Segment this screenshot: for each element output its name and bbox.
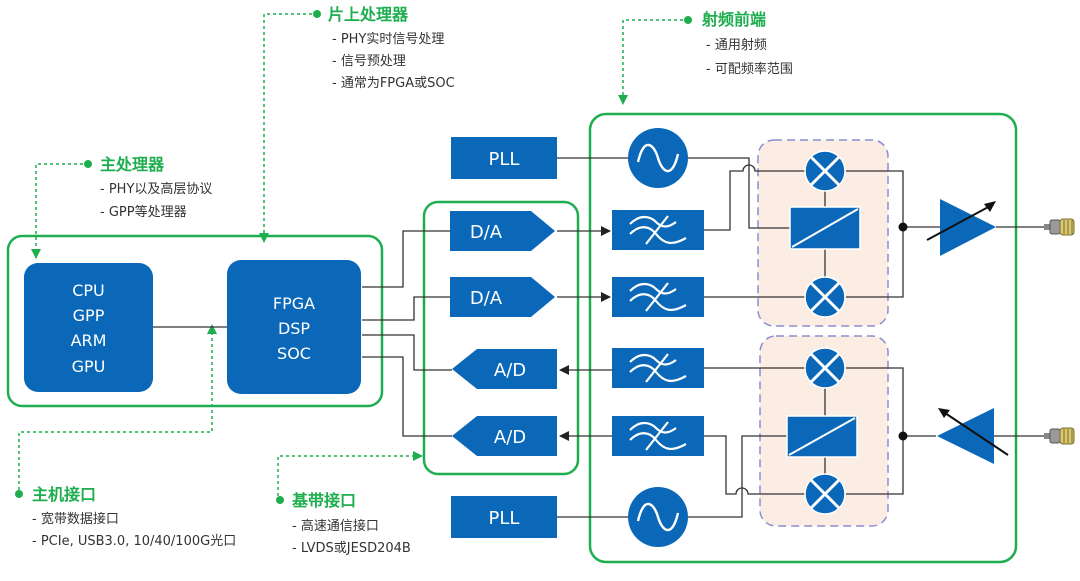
annotation-item: - 可配频率范围	[706, 61, 793, 77]
annotation-title: 主处理器	[100, 155, 165, 174]
wire	[362, 230, 451, 288]
wire	[688, 157, 792, 229]
bullet-dot	[15, 490, 23, 498]
converter-label: A/D	[494, 360, 526, 381]
annotation-title: 主机接口	[32, 485, 96, 504]
fpga-label: FPGA	[273, 294, 315, 313]
annotation-main-processor: 主处理器 - PHY以及高层协议 - GPP等处理器	[31, 155, 212, 259]
cpu-label: CPU	[72, 281, 105, 300]
annotation-title: 基带接口	[291, 491, 356, 510]
annotation-item: - LVDS或JESD204B	[292, 541, 411, 556]
processor-group-box	[6, 234, 384, 408]
dac-block-1: D/A	[450, 211, 555, 251]
annotation-title: 片上处理器	[328, 5, 409, 24]
converter-label: D/A	[470, 222, 503, 243]
cpu-label: ARM	[71, 331, 107, 350]
wire	[704, 164, 806, 231]
annotation-item: - 通用射频	[706, 37, 767, 53]
wire	[846, 367, 904, 495]
pll-label: PLL	[489, 149, 520, 170]
wire	[688, 435, 788, 518]
annotation-item: - PHY实时信号处理	[332, 32, 444, 47]
pll-block-top: PLL	[451, 137, 557, 179]
bandpass-filter-icon	[612, 348, 704, 388]
sine-wave-icon	[626, 126, 690, 190]
bandpass-filter-icon	[612, 210, 704, 250]
mixer-x-icon	[803, 275, 847, 319]
annotation-item: - 宽带数据接口	[32, 511, 119, 527]
bullet-dot	[684, 16, 692, 24]
cpu-label: GPU	[72, 357, 106, 376]
dac-block-2: D/A	[450, 277, 555, 317]
sma-connector-icon[interactable]	[1044, 218, 1075, 236]
annotation-item: - 信号预处理	[332, 54, 406, 69]
annotation-title: 射频前端	[701, 10, 766, 29]
variable-gain-amplifier-icon	[926, 199, 996, 256]
mixer-x-icon	[803, 149, 847, 193]
bullet-dot	[84, 160, 92, 168]
wire	[362, 334, 452, 371]
junction-dot	[898, 431, 908, 441]
pointer-line	[31, 163, 83, 259]
annotation-baseband-interface: 基带接口 - 高速通信接口 - LVDS或JESD204B	[276, 451, 423, 556]
bandpass-filter-icon	[612, 416, 704, 456]
pointer-line	[277, 451, 423, 496]
fpga-label: SOC	[277, 344, 311, 363]
annotation-item: - 高速通信接口	[292, 518, 379, 534]
junction-dot	[898, 222, 908, 232]
wire	[362, 296, 451, 321]
annotation-rf-frontend: 射频前端 - 通用射频 - 可配频率范围	[618, 10, 793, 105]
mixer-x-icon	[803, 472, 847, 516]
adc-block-2: A/D	[452, 416, 557, 456]
converter-label: A/D	[494, 427, 526, 448]
variable-gain-amplifier-icon	[937, 408, 1009, 464]
sma-connector-icon[interactable]	[1044, 427, 1075, 445]
adc-block-1: A/D	[452, 349, 557, 389]
hybrid-splitter-icon	[786, 415, 858, 458]
wires	[153, 157, 1044, 518]
converter-group-box	[422, 200, 580, 476]
fpga-block: FPGA DSP SOC	[227, 260, 361, 394]
bandpass-filter-icon	[612, 277, 704, 317]
annotation-item: - PHY以及高层协议	[100, 181, 212, 197]
sine-wave-icon	[626, 485, 690, 549]
fpga-label: DSP	[278, 319, 310, 338]
annotation-host-interface: 主机接口 - 宽带数据接口 - PCIe, USB3.0, 10/40/100G…	[15, 324, 236, 549]
cpu-block: CPU GPP ARM GPU	[24, 263, 153, 392]
annotation-item: - PCIe, USB3.0, 10/40/100G光口	[32, 534, 236, 549]
pll-block-bottom: PLL	[451, 496, 557, 538]
annotation-onchip-processor: 片上处理器 - PHY实时信号处理 - 信号预处理 - 通常为FPGA或SOC	[259, 5, 455, 243]
mixer-x-icon	[803, 346, 847, 390]
pointer-line	[259, 13, 312, 243]
bullet-dot	[276, 496, 284, 504]
hybrid-splitter-icon	[789, 206, 861, 250]
wire	[704, 435, 806, 495]
pll-label: PLL	[489, 508, 520, 529]
rf-frontend-group-box	[588, 112, 1018, 564]
wire	[362, 356, 452, 437]
converter-label: D/A	[470, 288, 503, 309]
bullet-dot	[313, 10, 321, 18]
cpu-label: GPP	[73, 306, 105, 325]
annotation-item: - 通常为FPGA或SOC	[332, 76, 455, 91]
wire	[846, 170, 904, 298]
annotation-item: - GPP等处理器	[100, 204, 187, 220]
pointer-line	[618, 19, 683, 105]
